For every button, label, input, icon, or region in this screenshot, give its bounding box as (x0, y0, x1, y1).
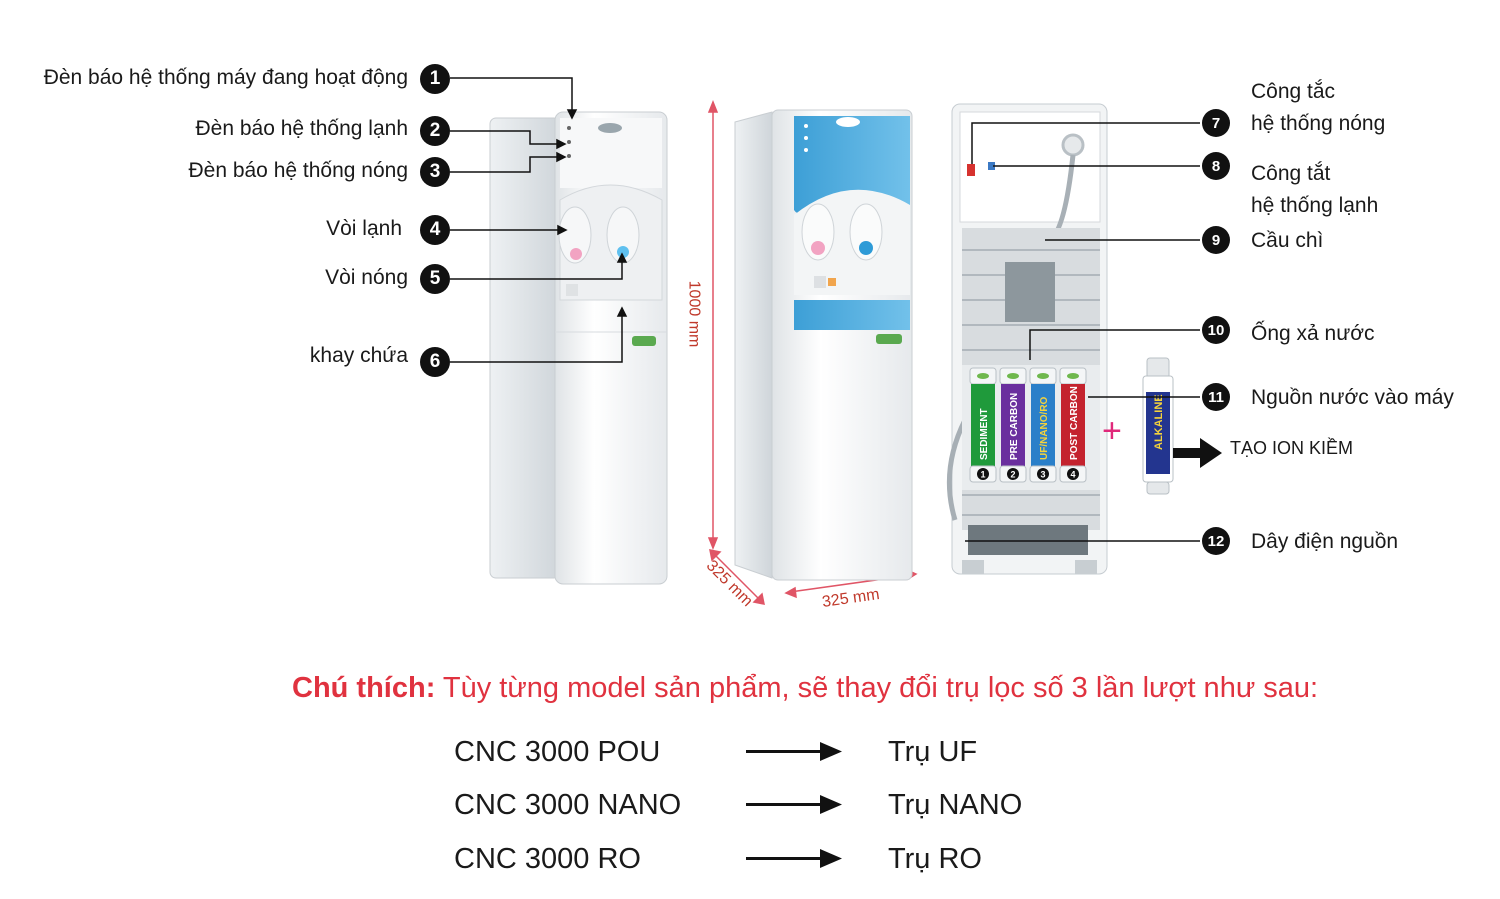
note: Chú thích: Tùy từng model sản phẩm, sẽ t… (292, 672, 1318, 705)
callout-number-8: 8 (1202, 152, 1230, 180)
callout-label-7-line2: hệ thống nóng (1251, 112, 1386, 135)
callout-number-3: 3 (420, 157, 450, 187)
note-heading: Chú thích: (292, 672, 436, 704)
right-leader-lines (965, 122, 1200, 542)
dispenser-front-blue (734, 109, 913, 581)
left-leader-lines (450, 77, 628, 363)
callout-number-12: 12 (1202, 527, 1230, 555)
filter-body (1061, 384, 1085, 466)
ion-label: TẠO ION KIỀM (1230, 438, 1354, 458)
callout-label-11: Nguồn nước vào máy (1251, 386, 1454, 409)
callout-label-10: Ống xả nước (1251, 322, 1375, 345)
ion-arrow (1173, 438, 1222, 468)
model-filter: Trụ RO (888, 843, 982, 875)
filter-label: POST CARBON (1069, 386, 1080, 460)
callout-label-8-line1: Công tắt (1251, 162, 1331, 185)
filter-number-badge (977, 468, 989, 480)
model-name: CNC 3000 POU (454, 736, 661, 768)
callout-label-2: Đèn báo hệ thống lạnh (195, 117, 408, 140)
alkaline-filter (1142, 357, 1174, 495)
filter-body (1001, 384, 1025, 466)
leaf-icon (1037, 373, 1049, 379)
callout-label-8-line2: hệ thống lạnh (1251, 194, 1379, 217)
callout-label-5: Vòi nóng (325, 266, 408, 289)
callout-label-1: Đèn báo hệ thống máy đang hoạt động (43, 66, 408, 89)
filter-number: 3 (1040, 470, 1045, 480)
callout-label-4: Vòi lạnh (326, 217, 402, 240)
callout-label-12: Dây điện nguồn (1251, 530, 1399, 553)
alkaline-label: ALKALINE (1153, 394, 1165, 450)
filter-number-badge (1037, 468, 1049, 480)
plus-sign: + (1102, 412, 1122, 450)
callout-number-7: 7 (1202, 109, 1230, 137)
arrow-right-icon (746, 849, 842, 868)
arrow-right-icon (746, 795, 842, 814)
filter-number-badge (1007, 468, 1019, 480)
callout-number-1: 1 (420, 64, 450, 94)
callout-number-10: 10 (1202, 316, 1230, 344)
dispenser-back-open (946, 103, 1108, 575)
model-name: CNC 3000 RO (454, 843, 641, 875)
callout-number-2: 2 (420, 116, 450, 146)
arrow-right-icon (746, 742, 842, 761)
filter-cartridges: SEDIMENT 1 PRE CARBON 2 UF/NANO/RO 3 POST CARB… (969, 367, 1087, 483)
dispenser-front-white (489, 111, 668, 585)
filter-number: 4 (1070, 470, 1075, 480)
filter-number: 2 (1010, 470, 1015, 480)
leaf-icon (1067, 373, 1079, 379)
dimension-height-label: 1000 mm (685, 280, 703, 348)
model-filter: Trụ NANO (888, 789, 1023, 821)
filter-body (1031, 384, 1055, 466)
dispenser-illustration: SEDIMENT 1 PRE CARBON 2 UF/NANO/RO 3 POST CARB… (450, 77, 1222, 605)
leaf-icon (1007, 373, 1019, 379)
filter-number-badge (1067, 468, 1079, 480)
model-name: CNC 3000 NANO (454, 789, 682, 821)
callout-label-6: khay chứa (309, 344, 408, 367)
callout-number-11: 11 (1202, 383, 1230, 411)
filter-label: SEDIMENT (979, 408, 990, 460)
callout-number-5: 5 (420, 264, 450, 294)
filter-label: UF/NANO/RO (1039, 396, 1050, 460)
callout-number-4: 4 (420, 215, 450, 245)
callout-number-9: 9 (1202, 226, 1230, 254)
callout-label-9: Cầu chì (1251, 229, 1324, 252)
filter-number: 1 (980, 470, 985, 480)
model-filter: Trụ UF (888, 736, 978, 768)
callout-number-6: 6 (420, 347, 450, 377)
note-text: Tùy từng model sản phẩm, sẽ thay đổi trụ… (442, 672, 1319, 704)
callout-label-3: Đèn báo hệ thống nóng (188, 159, 408, 182)
leaf-icon (977, 373, 989, 379)
callout-label-7-line1: Công tắc (1251, 80, 1336, 103)
filter-label: PRE CARBON (1009, 393, 1020, 460)
filter-body (971, 384, 995, 466)
